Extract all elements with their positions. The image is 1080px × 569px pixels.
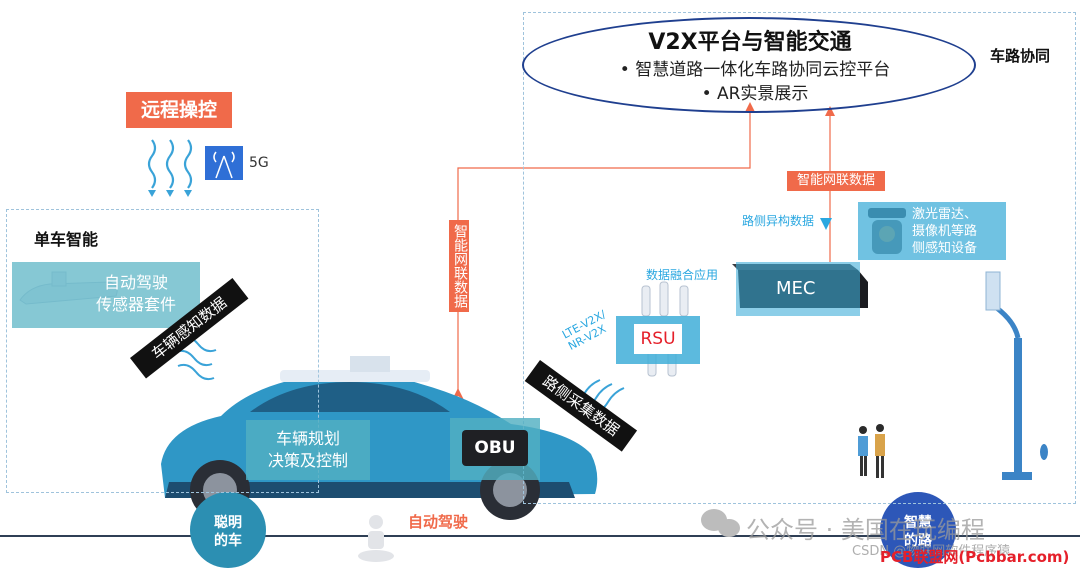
smart-car-circle <box>190 492 266 568</box>
5g-waves <box>147 139 193 189</box>
mec-label: MEC <box>776 278 816 299</box>
smart-road-circle <box>880 492 956 568</box>
sensor-kit-box: 自动驾驶 传感器套件 <box>12 262 200 328</box>
single-car-zone <box>6 209 319 493</box>
pcbbar-watermark: PCB联盟网(Pcbbar.com) <box>880 548 1070 566</box>
obu-label: OBU <box>462 430 528 466</box>
5g-wave-arrows <box>148 190 192 197</box>
roadside-sensor-box: 激光雷达、 摄像机等路 侧感知设备 <box>858 202 1006 260</box>
platform-item: • 智慧道路一体化车路协同云控平台 <box>619 60 891 80</box>
platform-arrow-right <box>825 106 835 116</box>
network-data-vertical-tag: 智能网联数据 <box>449 220 469 312</box>
platform-title: V2X平台与智能交通 <box>648 30 852 55</box>
roadside-sensor-label: 激光雷达、 摄像机等路 侧感知设备 <box>912 207 978 256</box>
platform-item: • AR实景展示 <box>701 84 809 104</box>
rsu-label: RSU <box>634 324 682 354</box>
mec-panel: MEC <box>736 262 860 316</box>
data-fusion-label: 数据融合应用 <box>646 268 719 282</box>
obu-box: OBU <box>450 418 540 480</box>
single-car-title: 单车智能 <box>34 230 99 249</box>
heterogeneous-data-label: 路侧异构数据 <box>742 214 815 228</box>
smart-car-label: 聪明 的车 <box>214 515 242 549</box>
smart-road-label: 智慧 的路 <box>904 515 932 549</box>
vehicle-road-label: 车路协同 <box>990 47 1051 65</box>
wechat-icon <box>701 509 740 537</box>
5g-label: 5G <box>249 155 269 171</box>
roadside-pole <box>985 271 1048 480</box>
csdn-watermark: CSDN @物联网软件程序猿 <box>852 544 1011 559</box>
sensor-kit-label: 自动驾驶 传感器套件 <box>95 273 176 314</box>
planning-control-box: 车辆规划 决策及控制 <box>246 420 370 480</box>
pedestrians-icon <box>858 424 885 478</box>
remote-control-tag: 远程操控 <box>126 92 232 128</box>
person-icon <box>358 515 394 562</box>
platform-items: • 智慧道路一体化车路协同云控平台 • AR实景展示 <box>590 58 920 106</box>
hetero-arrow <box>820 218 832 230</box>
network-data-horizontal-tag: 智能网联数据 <box>787 171 885 191</box>
platform-ellipse <box>522 17 976 113</box>
wechat-watermark: 公众号 · 美国在玩编程 <box>746 516 985 544</box>
rsu-box: RSU <box>616 316 700 364</box>
auto-drive-label: 自动驾驶 <box>408 513 469 531</box>
tower-icon <box>205 146 243 180</box>
vehicle-road-zone <box>523 12 1076 504</box>
